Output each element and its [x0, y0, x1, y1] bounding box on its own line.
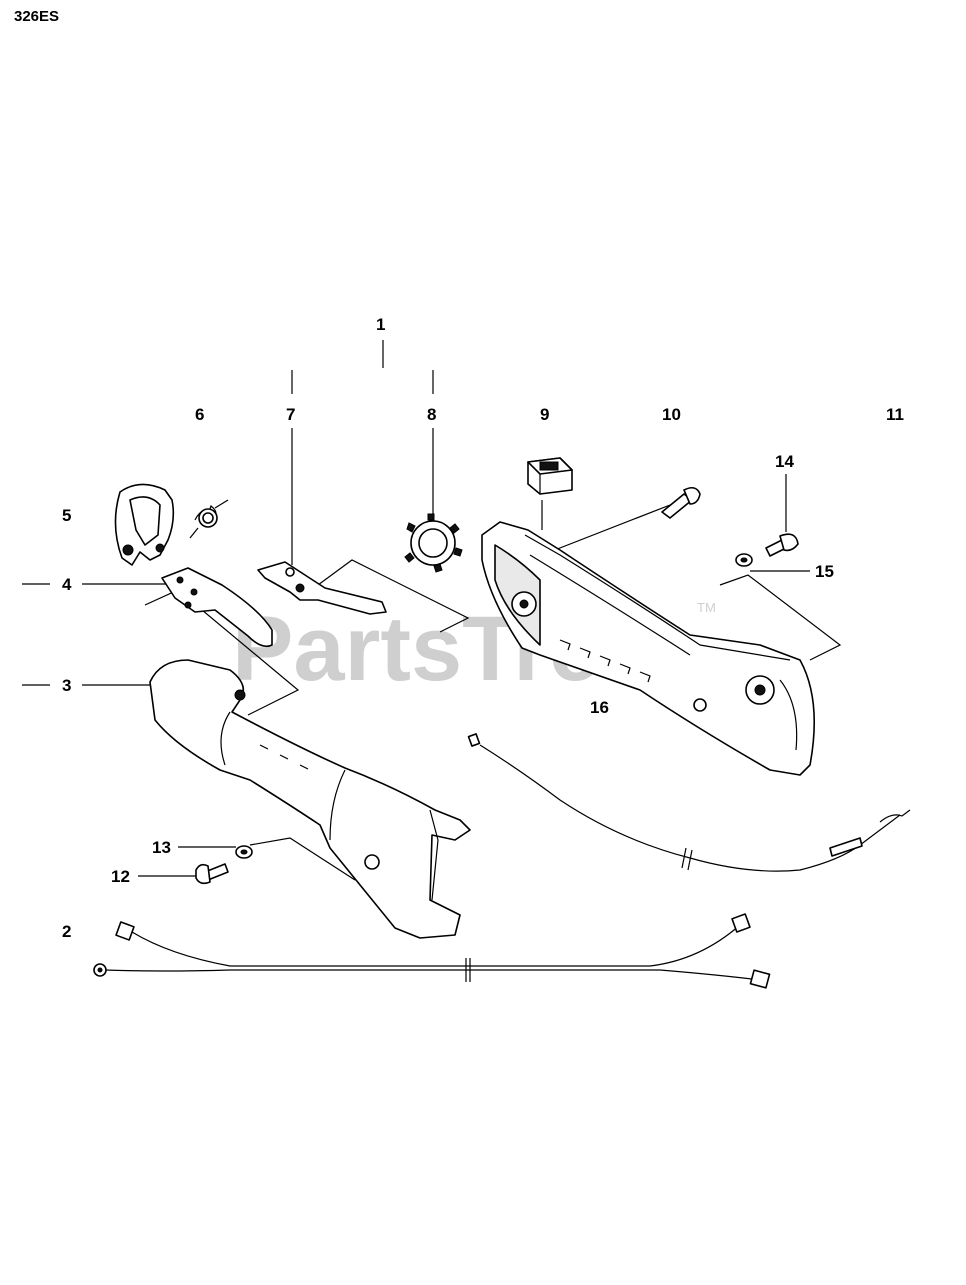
- callout-7: 7: [286, 405, 295, 424]
- callout-4: 4: [62, 575, 72, 594]
- callout-10: 10: [662, 405, 681, 424]
- screw-washer-icon: [735, 533, 799, 567]
- callout-5: 5: [62, 506, 71, 525]
- damper-ring-icon: [404, 513, 463, 573]
- callout-12: 12: [111, 867, 130, 886]
- callout-9: 9: [540, 405, 549, 424]
- leader-lines: [22, 340, 842, 881]
- throttle-trigger-icon: [161, 567, 273, 648]
- screw-washer-lower-icon: [195, 845, 253, 885]
- callout-6: 6: [195, 405, 204, 424]
- stop-switch-icon: [527, 457, 573, 495]
- callout-15: 15: [815, 562, 834, 581]
- callout-14: 14: [775, 452, 794, 471]
- callout-labels: 1 2 3 4 5 6 7 8 9 10 11 12 13 14 15 16: [62, 315, 904, 941]
- callout-1: 1: [376, 315, 385, 334]
- screw-icon: [661, 486, 701, 519]
- handle-housing-icon: [481, 521, 816, 776]
- callout-13: 13: [152, 838, 171, 857]
- spring-icon: [189, 499, 229, 539]
- callout-2: 2: [62, 922, 71, 941]
- throttle-lever-icon: [257, 561, 387, 615]
- callout-3: 3: [62, 676, 71, 695]
- watermark-tm: TM: [697, 600, 716, 615]
- callout-11: 11: [886, 405, 904, 424]
- wiring-harness-icon: [93, 913, 771, 989]
- callout-8: 8: [427, 405, 436, 424]
- handle-lower-housing-icon: [149, 659, 471, 939]
- trigger-lock-clip: [114, 483, 175, 566]
- callout-16: 16: [590, 698, 609, 717]
- model-label: 326ES: [14, 8, 60, 25]
- throttle-cable-icon: [467, 733, 911, 872]
